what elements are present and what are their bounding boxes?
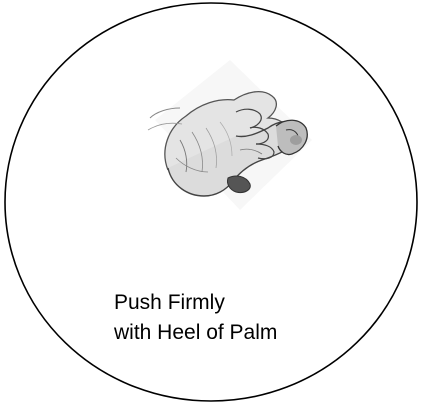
fist-hand-icon — [148, 60, 312, 210]
caption-line-2: with Heel of Palm — [114, 318, 277, 348]
caption-line-1: Push Firmly — [114, 288, 277, 318]
instruction-caption: Push Firmly with Heel of Palm — [114, 288, 277, 348]
